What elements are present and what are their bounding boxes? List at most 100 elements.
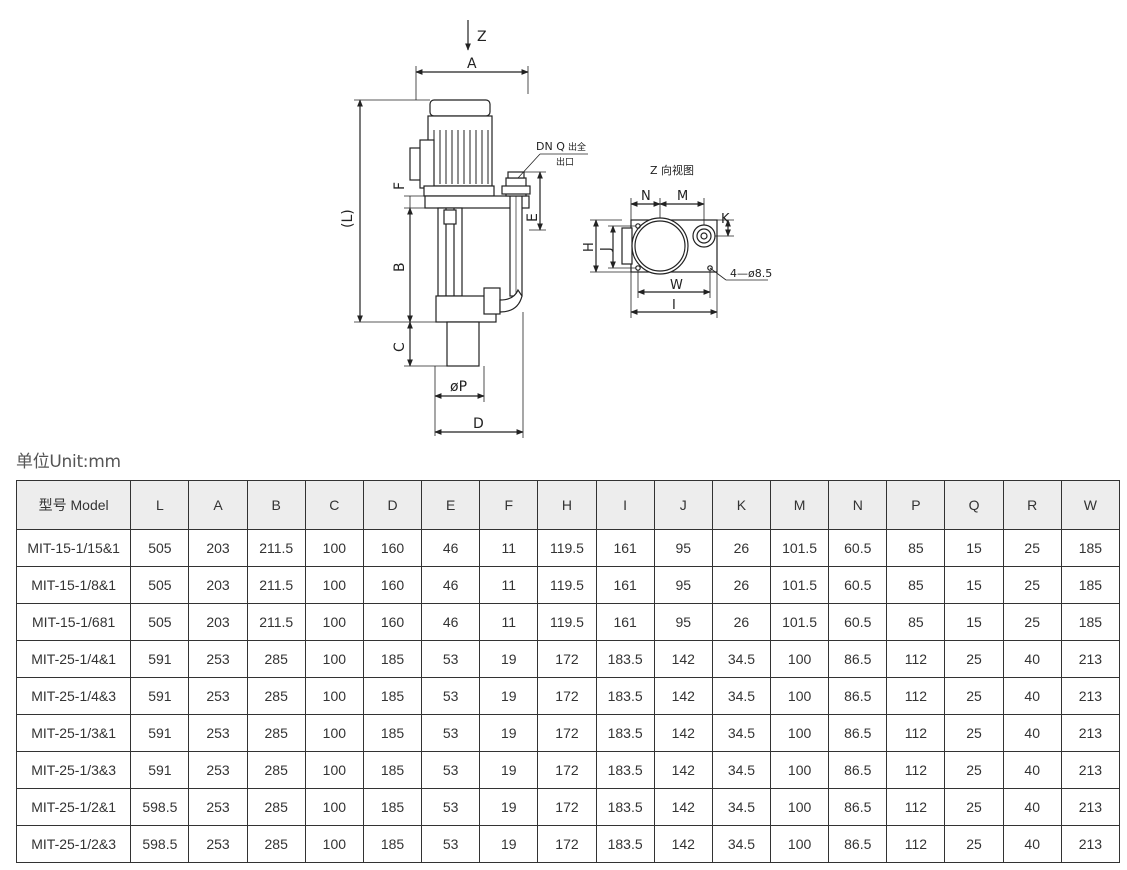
label-a: A: [467, 56, 477, 72]
value-cell: 161: [595, 566, 655, 604]
value-cell: 591: [130, 751, 190, 789]
header-b: B: [246, 480, 306, 530]
value-cell: 598.5: [130, 788, 190, 826]
value-cell: 101.5: [770, 529, 830, 567]
value-cell: 119.5: [537, 603, 597, 641]
value-cell: 86.5: [828, 751, 888, 789]
end-view-labels: Z 向视图 N M K H J W I 4—ø8.5: [582, 163, 772, 313]
value-cell: 213: [1060, 677, 1121, 715]
model-cell: MIT-15-1/15&1: [15, 529, 132, 567]
model-cell: MIT-15-1/8&1: [15, 566, 132, 604]
label-n: N: [641, 189, 651, 204]
value-cell: 86.5: [828, 788, 888, 826]
value-cell: 46: [421, 529, 481, 567]
value-cell: 183.5: [595, 825, 655, 863]
label-b: B: [392, 262, 408, 272]
value-cell: 142: [653, 825, 713, 863]
value-cell: 285: [246, 714, 306, 752]
value-cell: 591: [130, 677, 190, 715]
value-cell: 172: [537, 825, 597, 863]
end-view-title: Z 向视图: [650, 163, 694, 177]
value-cell: 11: [479, 603, 539, 641]
value-cell: 53: [421, 825, 481, 863]
value-cell: 213: [1060, 788, 1121, 826]
value-cell: 285: [246, 640, 306, 678]
model-cell: MIT-15-1/681: [15, 603, 132, 641]
value-cell: 40: [1002, 714, 1062, 752]
value-cell: 34.5: [711, 677, 772, 715]
value-cell: 213: [1060, 825, 1121, 863]
value-cell: 100: [304, 529, 364, 567]
header-k: K: [711, 480, 772, 530]
value-cell: 100: [304, 640, 364, 678]
value-cell: 95: [653, 529, 713, 567]
value-cell: 86.5: [828, 640, 888, 678]
value-cell: 112: [886, 825, 946, 863]
value-cell: 253: [188, 788, 248, 826]
model-cell: MIT-25-1/3&1: [15, 714, 132, 752]
header-j: J: [653, 480, 713, 530]
value-cell: 285: [246, 788, 306, 826]
header-c: C: [304, 480, 364, 530]
value-cell: 213: [1060, 640, 1121, 678]
value-cell: 185: [1060, 566, 1121, 604]
value-cell: 112: [886, 640, 946, 678]
value-cell: 19: [479, 751, 539, 789]
label-f: F: [392, 182, 408, 190]
value-cell: 161: [595, 529, 655, 567]
value-cell: 60.5: [828, 529, 888, 567]
value-cell: 25: [944, 714, 1004, 752]
value-cell: 505: [130, 566, 190, 604]
value-cell: 253: [188, 677, 248, 715]
value-cell: 505: [130, 603, 190, 641]
label-m: M: [677, 189, 688, 204]
value-cell: 183.5: [595, 640, 655, 678]
model-cell: MIT-25-1/4&3: [15, 677, 132, 715]
value-cell: 185: [362, 825, 423, 863]
value-cell: 53: [421, 751, 481, 789]
value-cell: 142: [653, 714, 713, 752]
value-cell: 185: [362, 751, 423, 789]
value-cell: 86.5: [828, 825, 888, 863]
value-cell: 34.5: [711, 714, 772, 752]
value-cell: 46: [421, 603, 481, 641]
value-cell: 172: [537, 788, 597, 826]
pump-dimension-drawing: Z A (L) B C F E øP D DN Q 出全 出口: [340, 20, 772, 438]
value-cell: 25: [944, 788, 1004, 826]
header-p: P: [886, 480, 946, 530]
side-view-labels: Z A (L) B C F E øP D DN Q 出全 出口: [340, 29, 586, 432]
label-e: E: [525, 213, 541, 222]
header-a: A: [188, 480, 248, 530]
value-cell: 100: [304, 677, 364, 715]
value-cell: 183.5: [595, 788, 655, 826]
value-cell: 60.5: [828, 603, 888, 641]
value-cell: 100: [770, 751, 830, 789]
value-cell: 40: [1002, 640, 1062, 678]
value-cell: 211.5: [246, 603, 306, 641]
value-cell: 160: [362, 566, 423, 604]
value-cell: 19: [479, 825, 539, 863]
value-cell: 211.5: [246, 529, 306, 567]
value-cell: 172: [537, 640, 597, 678]
value-cell: 100: [770, 640, 830, 678]
value-cell: 86.5: [828, 677, 888, 715]
value-cell: 86.5: [828, 714, 888, 752]
header-model: 型号 Model: [15, 480, 132, 530]
header-w: W: [1060, 480, 1121, 530]
value-cell: 285: [246, 825, 306, 863]
value-cell: 161: [595, 603, 655, 641]
unit-label: 单位Unit:mm: [16, 452, 121, 472]
value-cell: 19: [479, 714, 539, 752]
label-j: J: [599, 247, 614, 252]
value-cell: 112: [886, 677, 946, 715]
value-cell: 53: [421, 714, 481, 752]
value-cell: 112: [886, 714, 946, 752]
value-cell: 142: [653, 751, 713, 789]
value-cell: 85: [886, 603, 946, 641]
